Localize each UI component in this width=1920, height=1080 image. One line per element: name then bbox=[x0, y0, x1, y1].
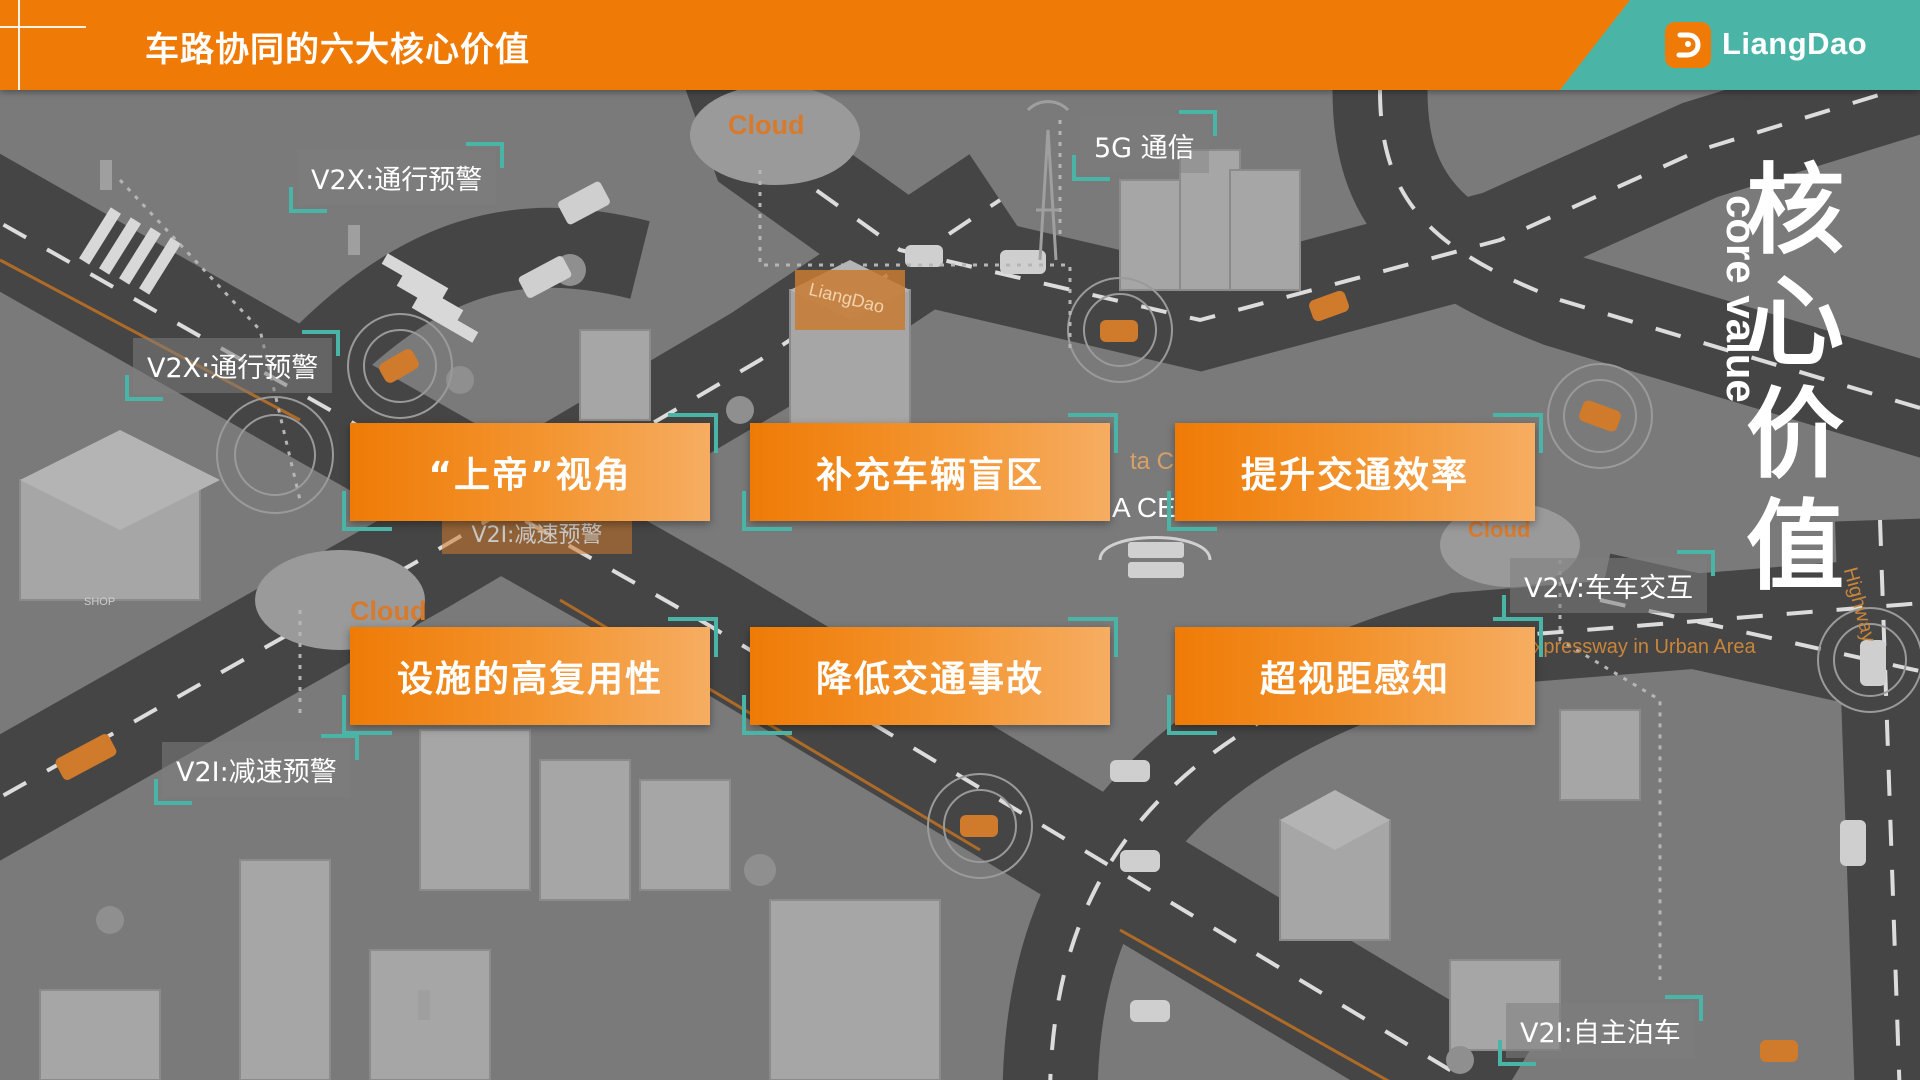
value-card-infrastructure-reuse: 设施的高复用性 bbox=[342, 617, 718, 735]
logo-band bbox=[1560, 0, 1920, 90]
header-bar: 车路协同的六大核心价值 LiangDao bbox=[0, 0, 1920, 90]
shop-sign-label: SHOP bbox=[84, 596, 116, 608]
core-char-1: 核 bbox=[1745, 154, 1844, 268]
faded-v2i-label: V2I:减速预警 bbox=[442, 518, 632, 554]
tag-v2i-parking: V2I:自主泊车 bbox=[1498, 995, 1703, 1066]
header-corner-decoration-line bbox=[0, 26, 86, 28]
value-card-reduce-accidents: 降低交通事故 bbox=[742, 617, 1118, 735]
core-value-english: core value bbox=[1718, 195, 1765, 403]
core-char-3: 价 bbox=[1745, 378, 1844, 492]
cloud-label-right: Cloud bbox=[1468, 517, 1531, 542]
value-card-blind-spot: 补充车辆盲区 bbox=[742, 413, 1118, 531]
data-center-label-bottom: A CE bbox=[1112, 492, 1176, 523]
value-card-beyond-visual-range: 超视距感知 bbox=[1167, 617, 1543, 735]
tag-v2v: V2V:车车交互 bbox=[1501, 550, 1716, 621]
logo-wordmark: LiangDao bbox=[1722, 26, 1868, 61]
core-value-heading: 核 心 价 值 bbox=[1740, 155, 1850, 603]
value-card-god-view: “上帝”视角 bbox=[342, 413, 718, 531]
value-card-traffic-efficiency: 提升交通效率 bbox=[1167, 413, 1543, 531]
tag-5g: 5G 通信 bbox=[1072, 110, 1217, 181]
cloud-label-left: Cloud bbox=[350, 596, 427, 626]
expressway-label: Expressway in Urban Area bbox=[1520, 636, 1756, 658]
header-corner-decoration bbox=[18, 0, 20, 90]
core-char-4: 值 bbox=[1745, 490, 1844, 604]
liangdao-logo-icon bbox=[1665, 22, 1711, 68]
tag-v2i-decel: V2I:减速预警 bbox=[154, 734, 359, 805]
data-center-label-top: ta C bbox=[1130, 448, 1175, 475]
tag-v2x-left: V2X:通行预警 bbox=[124, 330, 341, 401]
tag-v2x-top: V2X:通行预警 bbox=[288, 142, 505, 213]
core-char-2: 心 bbox=[1745, 266, 1844, 380]
cloud-label-top: Cloud bbox=[728, 110, 805, 140]
page-title: 车路协同的六大核心价值 bbox=[145, 30, 530, 70]
